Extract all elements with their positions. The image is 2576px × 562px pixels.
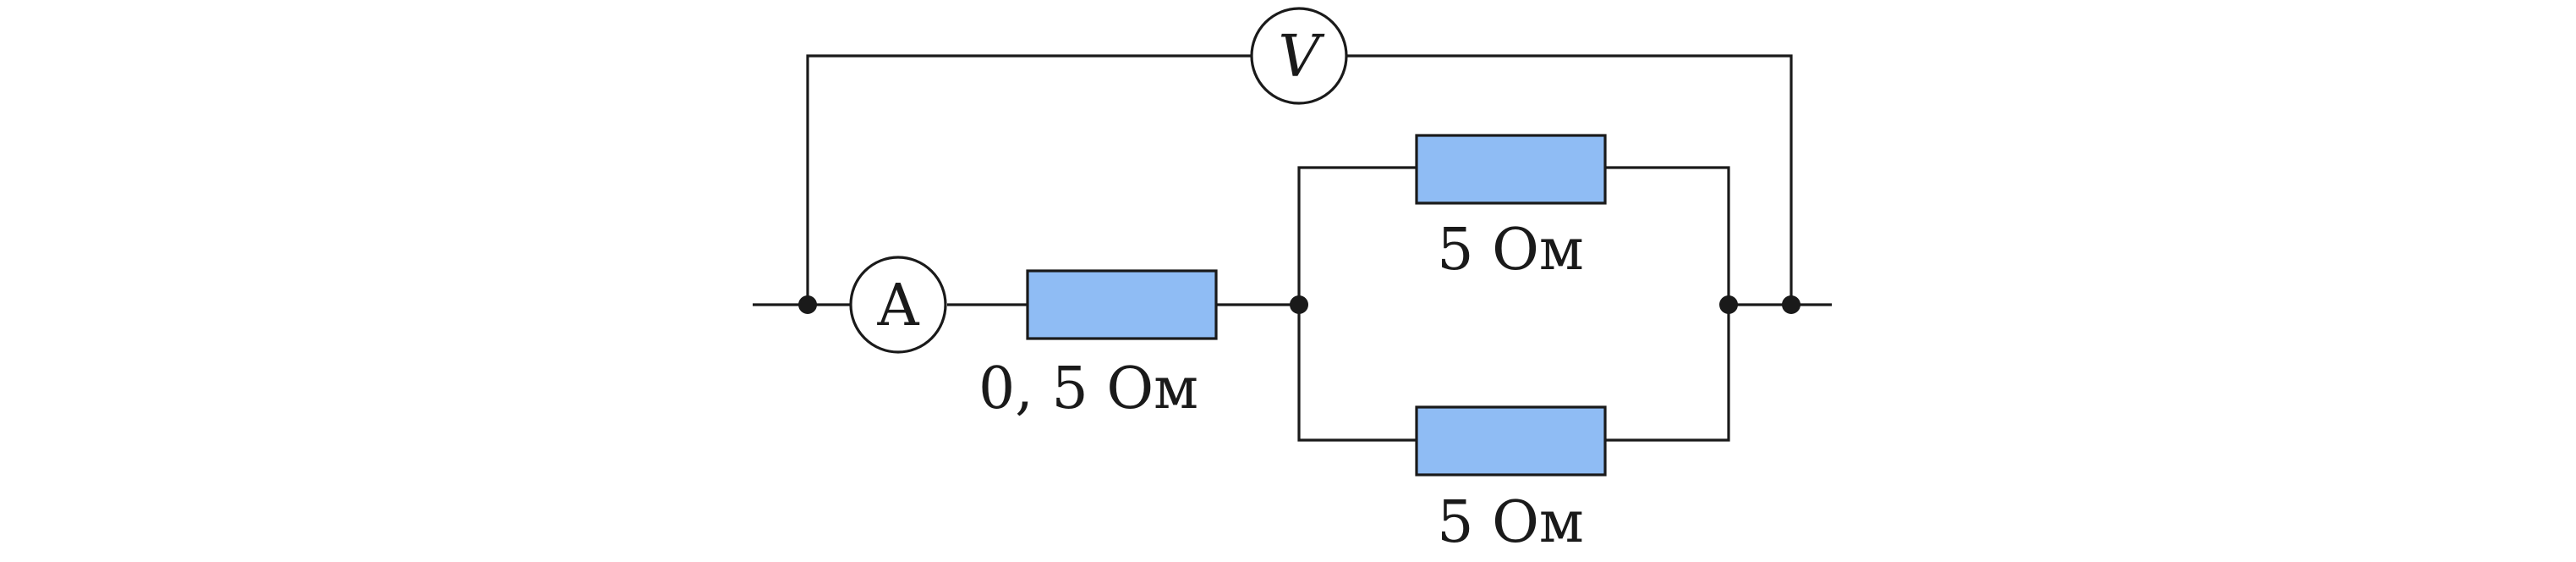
voltmeter: V bbox=[1250, 7, 1348, 105]
ammeter: A bbox=[849, 256, 947, 354]
junction-node-parallel-right bbox=[1719, 295, 1738, 314]
junction-node-parallel-left bbox=[1290, 295, 1308, 314]
resistor-parallel-top-label: 5 Ом bbox=[1437, 217, 1584, 284]
voltmeter-circle bbox=[1250, 7, 1348, 105]
junction-node-voltmeter-left bbox=[798, 295, 817, 314]
wire-parallel-right-rail bbox=[1605, 166, 1730, 305]
voltmeter-symbol: V bbox=[1278, 24, 1324, 91]
resistor-series bbox=[1026, 269, 1218, 340]
resistor-parallel-bottom-label: 5 Ом bbox=[1437, 489, 1584, 556]
wire-parallel-left-rail bbox=[1297, 166, 1417, 305]
resistor-series-label: 0, 5 Ом bbox=[978, 355, 1198, 422]
resistor-parallel-top bbox=[1415, 134, 1607, 205]
junction-node-voltmeter-right bbox=[1782, 295, 1800, 314]
wire-voltmeter-right bbox=[1346, 54, 1793, 305]
wire-parallel-left-rail-bottom bbox=[1297, 305, 1417, 442]
wire-parallel-right-rail-bottom bbox=[1605, 305, 1730, 442]
ammeter-symbol: A bbox=[876, 273, 919, 339]
wire-voltmeter-left bbox=[806, 54, 1252, 305]
resistor-parallel-bottom bbox=[1415, 405, 1607, 477]
ammeter-circle bbox=[849, 256, 947, 354]
